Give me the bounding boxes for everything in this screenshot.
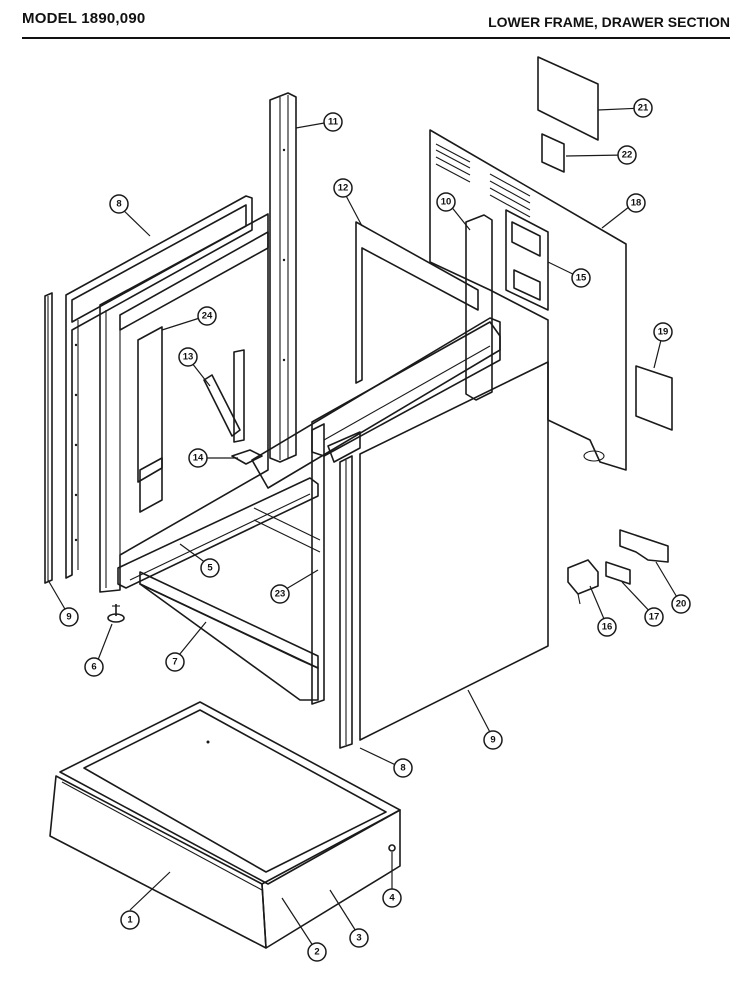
callout-10: 10 (436, 192, 456, 212)
callout-19: 19 (653, 322, 673, 342)
callout-leaders (47, 107, 682, 953)
callout-11: 11 (323, 112, 343, 132)
callout-4: 4 (382, 888, 402, 908)
callout-14: 14 (188, 448, 208, 468)
section-title: LOWER FRAME, DRAWER SECTION (488, 14, 730, 30)
callout-1: 1 (120, 910, 140, 930)
callout-7: 7 (165, 652, 185, 672)
rear-corner-post (269, 92, 297, 463)
left-trim-strip (44, 292, 53, 584)
callout-5-label: 5 (207, 563, 213, 574)
callout-4-label: 4 (389, 893, 395, 904)
rear-panel (429, 129, 627, 471)
center-frame (251, 214, 501, 705)
callout-10-label: 10 (441, 197, 452, 208)
left-frame-inner (99, 213, 269, 593)
lower-frame-rails (117, 477, 321, 701)
callout-15-label: 15 (576, 273, 587, 284)
callout-16: 16 (597, 617, 617, 637)
small-brackets (567, 529, 669, 605)
callout-15: 15 (571, 268, 591, 288)
callout-8-lower: 8 (393, 758, 413, 778)
callout-13: 13 (178, 347, 198, 367)
callout-9-right-label: 9 (490, 735, 495, 746)
callout-9-right: 9 (483, 730, 503, 750)
callout-8-upper: 8 (109, 194, 129, 214)
access-panel (635, 365, 673, 431)
drawer-assembly (49, 701, 401, 949)
callout-24: 24 (197, 306, 217, 326)
callout-22-label: 22 (622, 150, 633, 161)
callout-5: 5 (200, 558, 220, 578)
callout-2-label: 2 (314, 947, 319, 958)
callout-2: 2 (307, 942, 327, 962)
header-rule (22, 37, 730, 39)
callout-22: 22 (617, 145, 637, 165)
support-rod (203, 349, 245, 443)
leveling-leg (107, 604, 125, 623)
callout-17: 17 (644, 607, 664, 627)
callout-21-label: 21 (638, 103, 649, 114)
callout-11-label: 11 (328, 117, 339, 128)
callout-3-label: 3 (356, 933, 361, 944)
callout-14-label: 14 (193, 453, 204, 464)
callout-23-label: 23 (275, 589, 286, 600)
page-header: MODEL 1890,090 LOWER FRAME, DRAWER SECTI… (0, 0, 752, 44)
callout-20: 20 (671, 594, 691, 614)
callout-6-label: 6 (91, 662, 96, 673)
callout-20-label: 20 (676, 599, 687, 610)
callout-6: 6 (84, 657, 104, 677)
callout-12: 12 (333, 178, 353, 198)
callout-9-left-label: 9 (66, 612, 71, 623)
callout-21: 21 (633, 98, 653, 118)
callout-13-label: 13 (183, 352, 194, 363)
callout-balloons: 1 2 3 4 5 6 7 8 8 9 9 10 11 12 13 14 15 … (59, 98, 691, 962)
callout-18-label: 18 (631, 198, 642, 209)
callout-23: 23 (270, 584, 290, 604)
callout-7-label: 7 (172, 657, 177, 668)
callout-8-upper-label: 8 (116, 199, 121, 210)
part-drawings (44, 56, 673, 949)
callout-16-label: 16 (602, 622, 613, 633)
model-title: MODEL 1890,090 (22, 10, 146, 27)
back-cover-plates (537, 56, 599, 173)
callout-12-label: 12 (338, 183, 349, 194)
right-side-panel (327, 361, 549, 749)
callout-17-label: 17 (649, 612, 660, 623)
callout-8-lower-label: 8 (400, 763, 405, 774)
left-side-panel (65, 195, 253, 579)
callout-19-label: 19 (658, 327, 669, 338)
callout-1-label: 1 (127, 915, 133, 926)
callout-9-left: 9 (59, 607, 79, 627)
callout-24-label: 24 (202, 311, 213, 322)
callout-3: 3 (349, 928, 369, 948)
callout-18: 18 (626, 193, 646, 213)
small-clip (231, 449, 263, 465)
